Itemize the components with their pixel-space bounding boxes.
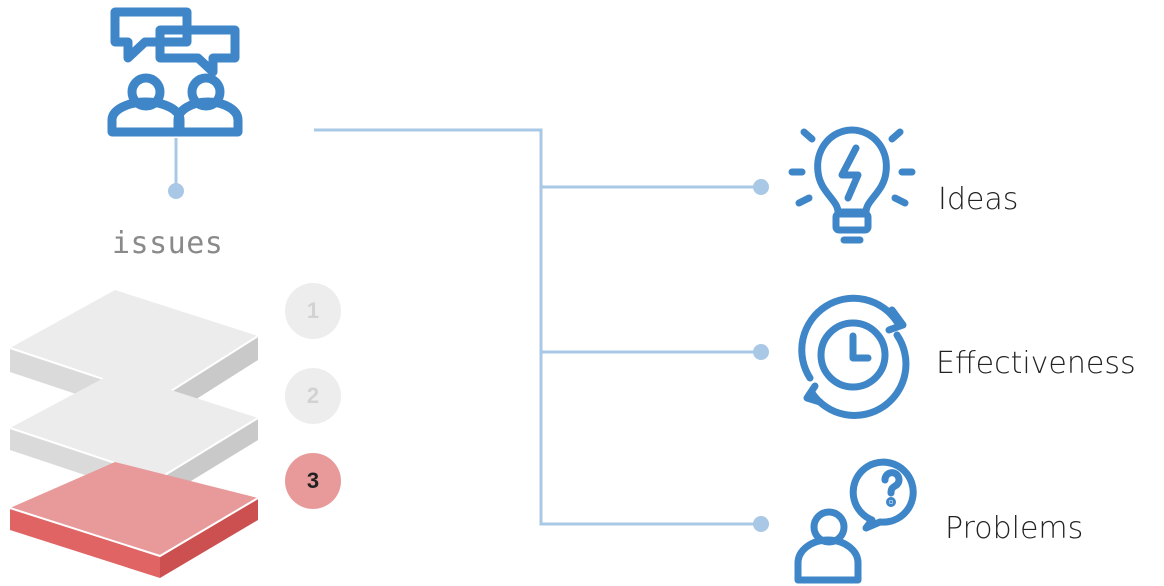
trunk-line (314, 128, 760, 526)
branch-dot-effectiveness (753, 344, 769, 360)
source-dot (168, 183, 184, 199)
people-chat-icon (107, 7, 243, 137)
layer-number-badge: 2 (285, 368, 341, 424)
person-question-icon (794, 458, 917, 584)
connector-dots (168, 179, 769, 532)
lightbulb-icon (788, 126, 916, 244)
layer-number-badge-highlighted: 3 (285, 453, 341, 509)
branch-dot-problems (753, 516, 769, 532)
layer-3 (9, 462, 259, 578)
source-label: issues (112, 226, 224, 261)
clock-cycle-icon (798, 294, 910, 419)
branch-label-problems: Problems (945, 511, 1084, 546)
branch-label-ideas: Ideas (938, 182, 1019, 217)
layer-stack (9, 290, 259, 578)
connector-lines (174, 128, 760, 526)
branch-dot-ideas (753, 179, 769, 195)
layer-number-badge: 1 (285, 283, 341, 339)
branch-label-effectiveness: Effectiveness (936, 346, 1136, 381)
